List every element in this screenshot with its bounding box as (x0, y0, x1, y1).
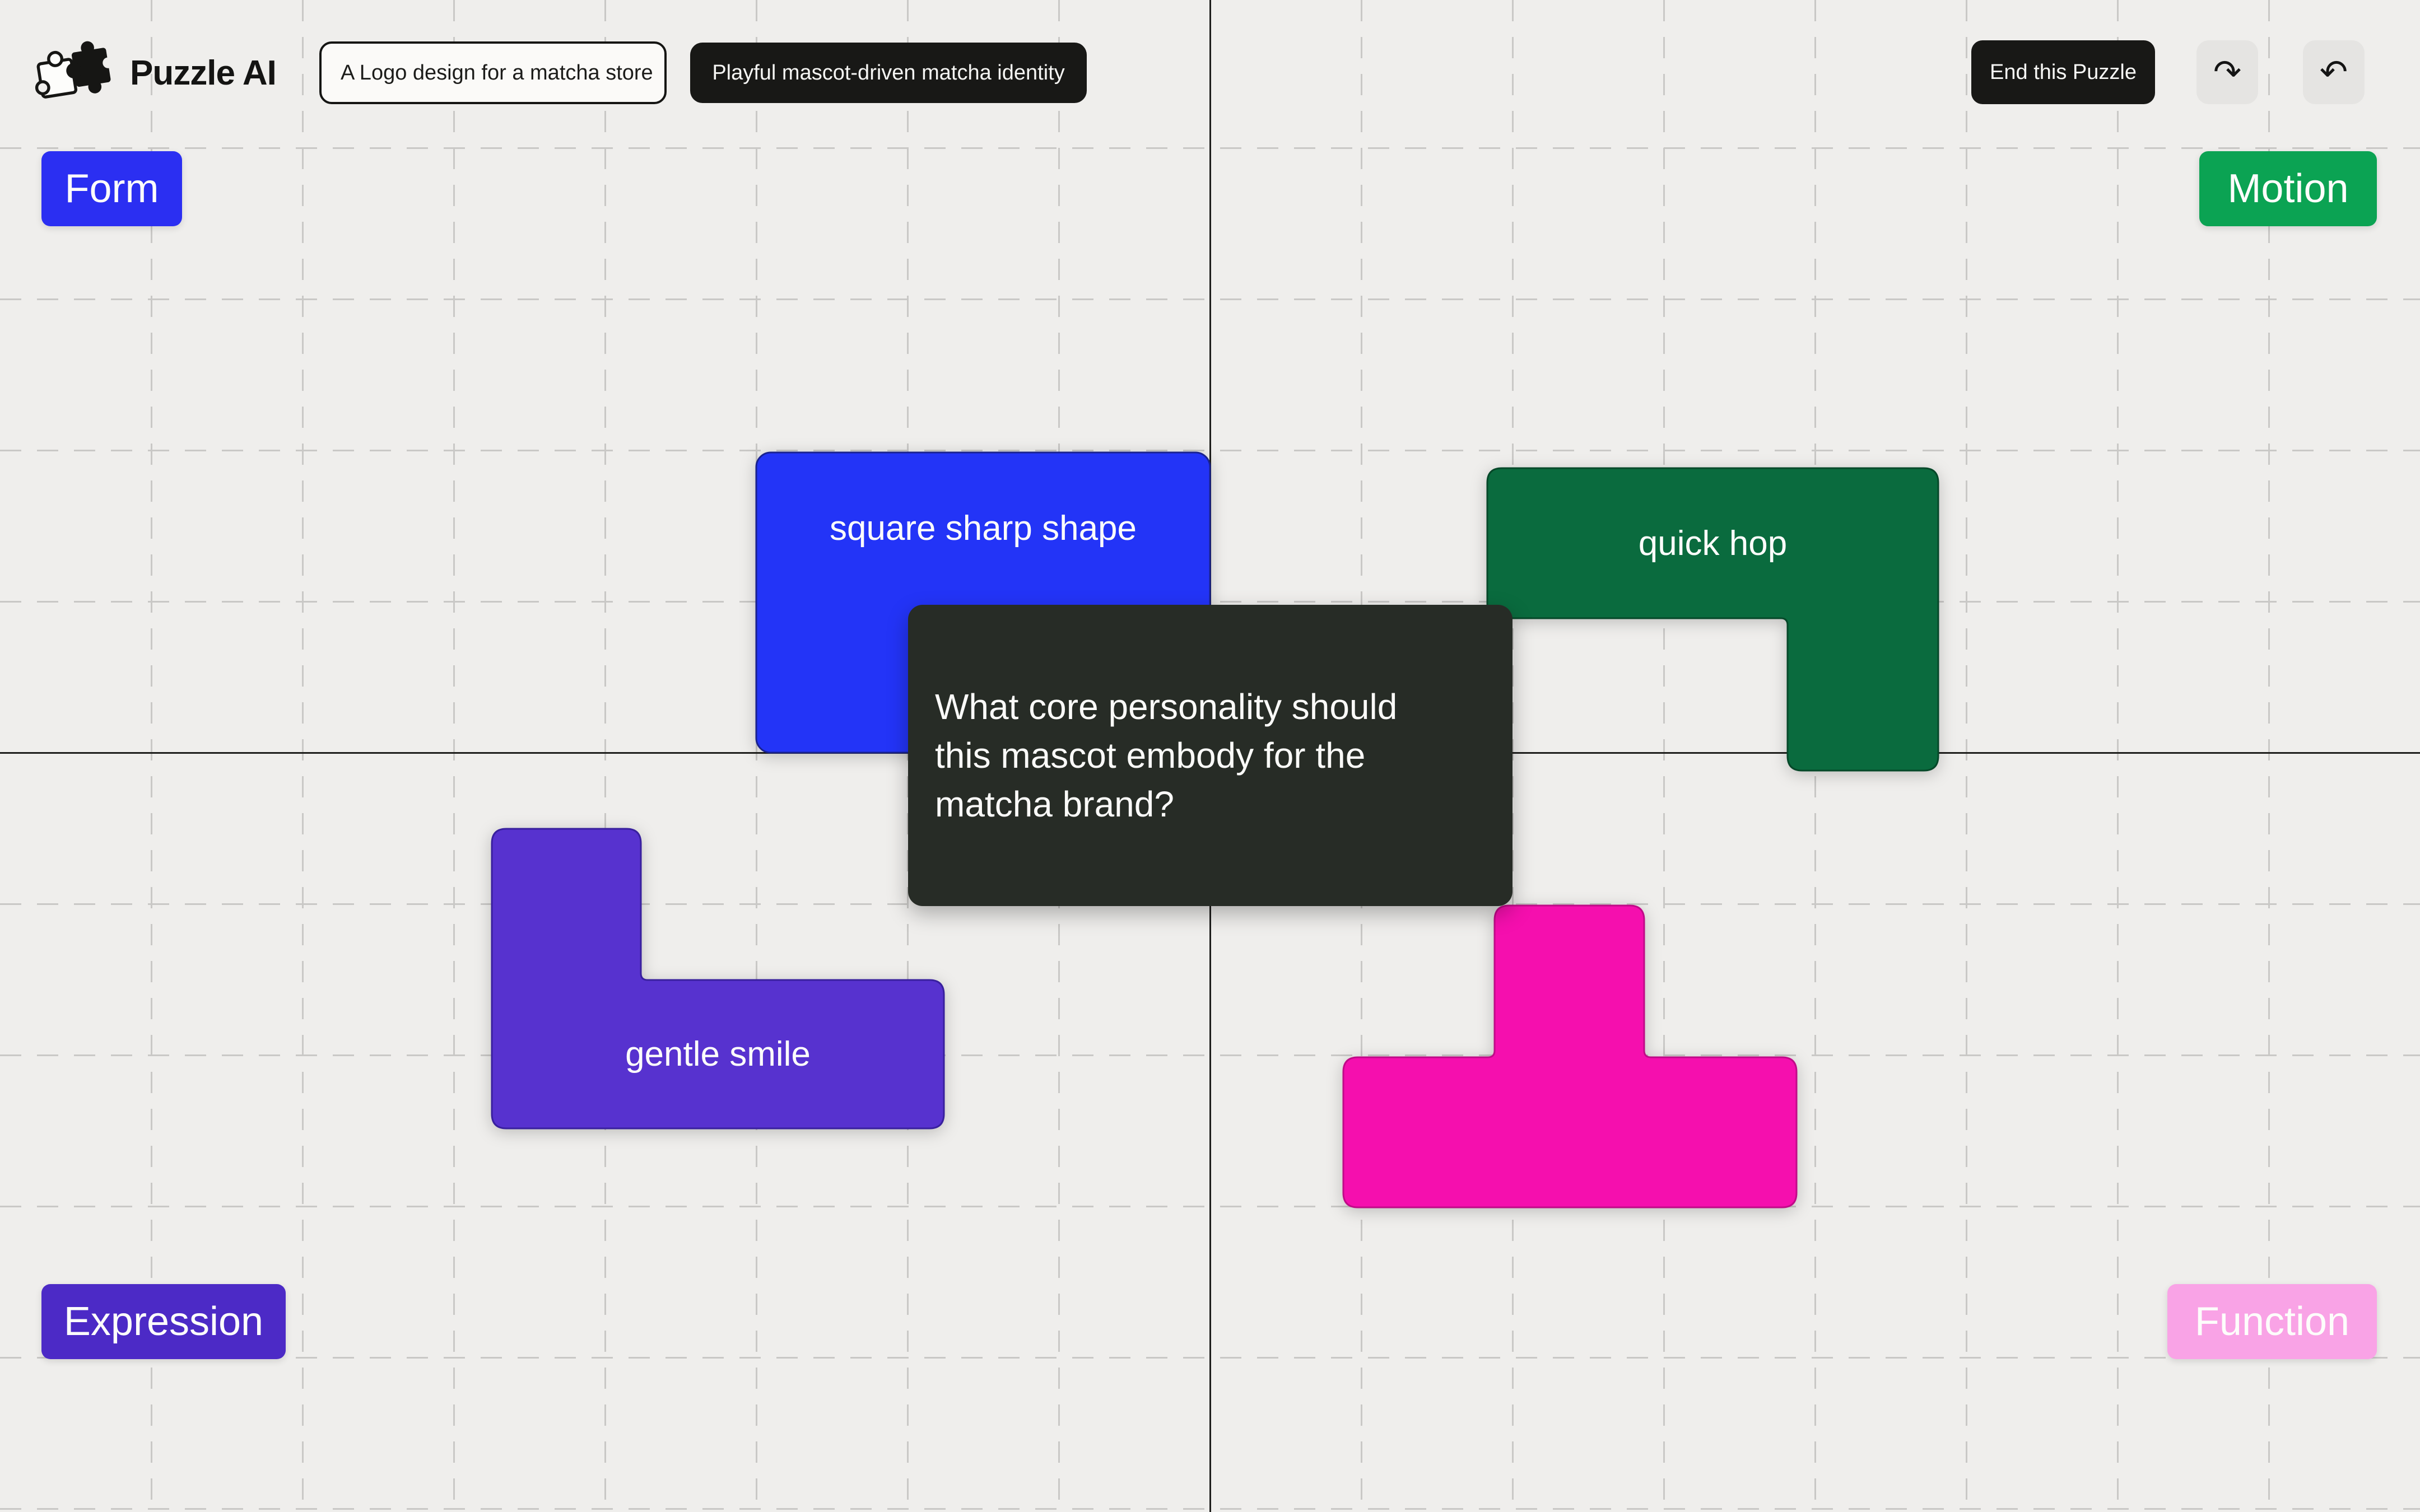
question-line: this mascot embody for the (935, 735, 1366, 776)
grid-line-vertical (907, 0, 909, 1512)
grid-line-vertical (151, 0, 152, 1512)
identity-badge: Playful mascot-driven matcha identity (690, 43, 1087, 103)
question-line: What core personality should (935, 686, 1398, 727)
quadrant-label-motion: Motion (2199, 151, 2377, 226)
piece-gentle-smile[interactable] (491, 828, 945, 1130)
grid-line-vertical (2117, 0, 2119, 1512)
quadrant-label-form: Form (41, 151, 182, 226)
end-puzzle-button[interactable]: End this Puzzle (1971, 40, 2155, 104)
grid-line-vertical (1512, 0, 1514, 1512)
piece-t-pink[interactable] (1342, 904, 1798, 1208)
undo-button[interactable]: ↶ (2303, 40, 2365, 104)
question-line: matcha brand? (935, 783, 1174, 824)
puzzle-logo-icon (34, 36, 118, 110)
prompt-input[interactable] (319, 41, 667, 104)
quadrant-label-function: Function (2167, 1284, 2377, 1359)
piece-quick-hop[interactable] (1486, 467, 1939, 772)
grid-line-vertical (302, 0, 304, 1512)
quadrant-label-expression: Expression (41, 1284, 286, 1359)
grid-line-vertical (604, 0, 606, 1512)
grid-line-vertical (2268, 0, 2270, 1512)
grid-line-vertical (1663, 0, 1665, 1512)
grid-line-vertical (1966, 0, 1967, 1512)
grid-line-vertical (756, 0, 757, 1512)
undo-icon: ↶ (2319, 53, 2348, 92)
redo-button[interactable]: ↷ (2196, 40, 2258, 104)
ai-question-card: What core personality should this mascot… (908, 605, 1513, 906)
app-title: Puzzle AI (130, 53, 277, 92)
redo-icon: ↷ (2213, 53, 2242, 92)
grid-line-vertical (453, 0, 455, 1512)
